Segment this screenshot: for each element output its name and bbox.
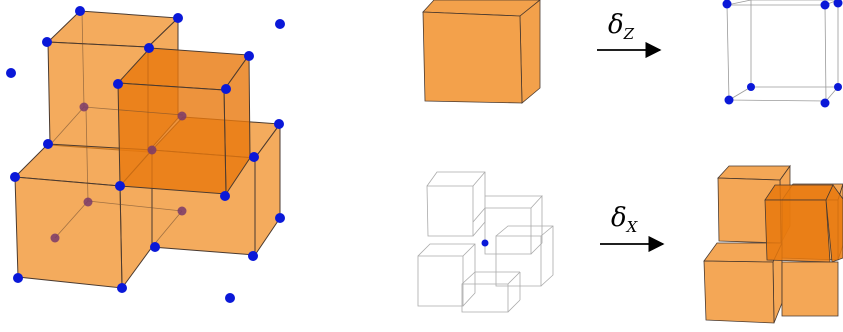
wire-cluster [417,171,554,313]
orange-cube-cluster [703,164,843,324]
cube-front-top [116,47,251,196]
delta-x-label: δX [611,203,639,236]
center-vertex [481,239,489,247]
single-cube [422,0,541,104]
delta-z-map: δZ [597,10,662,59]
delta-z-label: δZ [608,10,635,43]
wire-cube-top-vertices [722,0,843,108]
vertices [6,6,285,303]
hidden-edges [49,11,184,248]
delta-x-map: δX [600,203,665,253]
hidden-vertices [50,102,187,243]
wire-cube-top [722,0,843,108]
left-cube-cluster [6,6,285,303]
cube-left-bottom [13,143,154,290]
